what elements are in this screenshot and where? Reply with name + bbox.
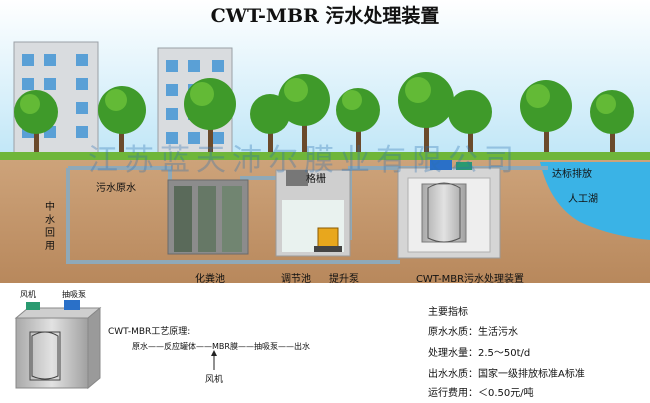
specs-row-1: 原水水质：生活污水	[428, 325, 518, 338]
page-title: CWT-MBR 污水处理装置	[211, 4, 440, 27]
septic-tank	[167, 179, 249, 255]
specs-heading: 主要指标	[428, 305, 468, 318]
fan-arrow-head	[211, 350, 217, 356]
label-regulating-tank: 调节池	[281, 272, 311, 285]
inset-suction-pump-label: 抽吸泵	[62, 289, 86, 299]
label-lift-pump: 提升泵	[329, 273, 359, 285]
label-septic-tank: 化粪池	[195, 272, 225, 285]
mbr-device	[397, 160, 501, 259]
specs-row-2: 处理水量：2.5～50t/d	[428, 347, 530, 359]
label-discharge: 达标排放	[552, 167, 592, 180]
fan-below-label: 风机	[205, 373, 223, 385]
artificial-lake	[540, 162, 650, 240]
foreground	[0, 283, 650, 403]
inset-device	[14, 300, 102, 390]
lift-pump	[314, 227, 342, 252]
label-lake: 人工湖	[568, 193, 598, 205]
inset-fan-label: 风机	[20, 289, 36, 299]
specs-row-4: 运行费用：＜0.50元/吨	[428, 386, 534, 399]
label-reuse-text: 中水回用	[45, 200, 55, 252]
label-device: CWT-MBR污水处理装置	[416, 272, 524, 285]
grass	[0, 152, 650, 162]
sky	[0, 0, 650, 160]
principle-flow: 原水——反应罐体——MBR膜——抽吸泵——出水	[132, 341, 310, 351]
label-reuse: 中水回用	[45, 200, 55, 252]
trees	[14, 72, 634, 156]
label-sewage-in: 污水原水	[96, 182, 136, 194]
specs-row-3: 出水水质：国家一级排放标准A标准	[428, 367, 585, 380]
label-grille: 格栅	[306, 172, 326, 185]
principle-title: CWT-MBR工艺原理:	[108, 326, 190, 337]
watermark: 江苏蓝天沛尔膜业有限公司	[88, 143, 520, 178]
